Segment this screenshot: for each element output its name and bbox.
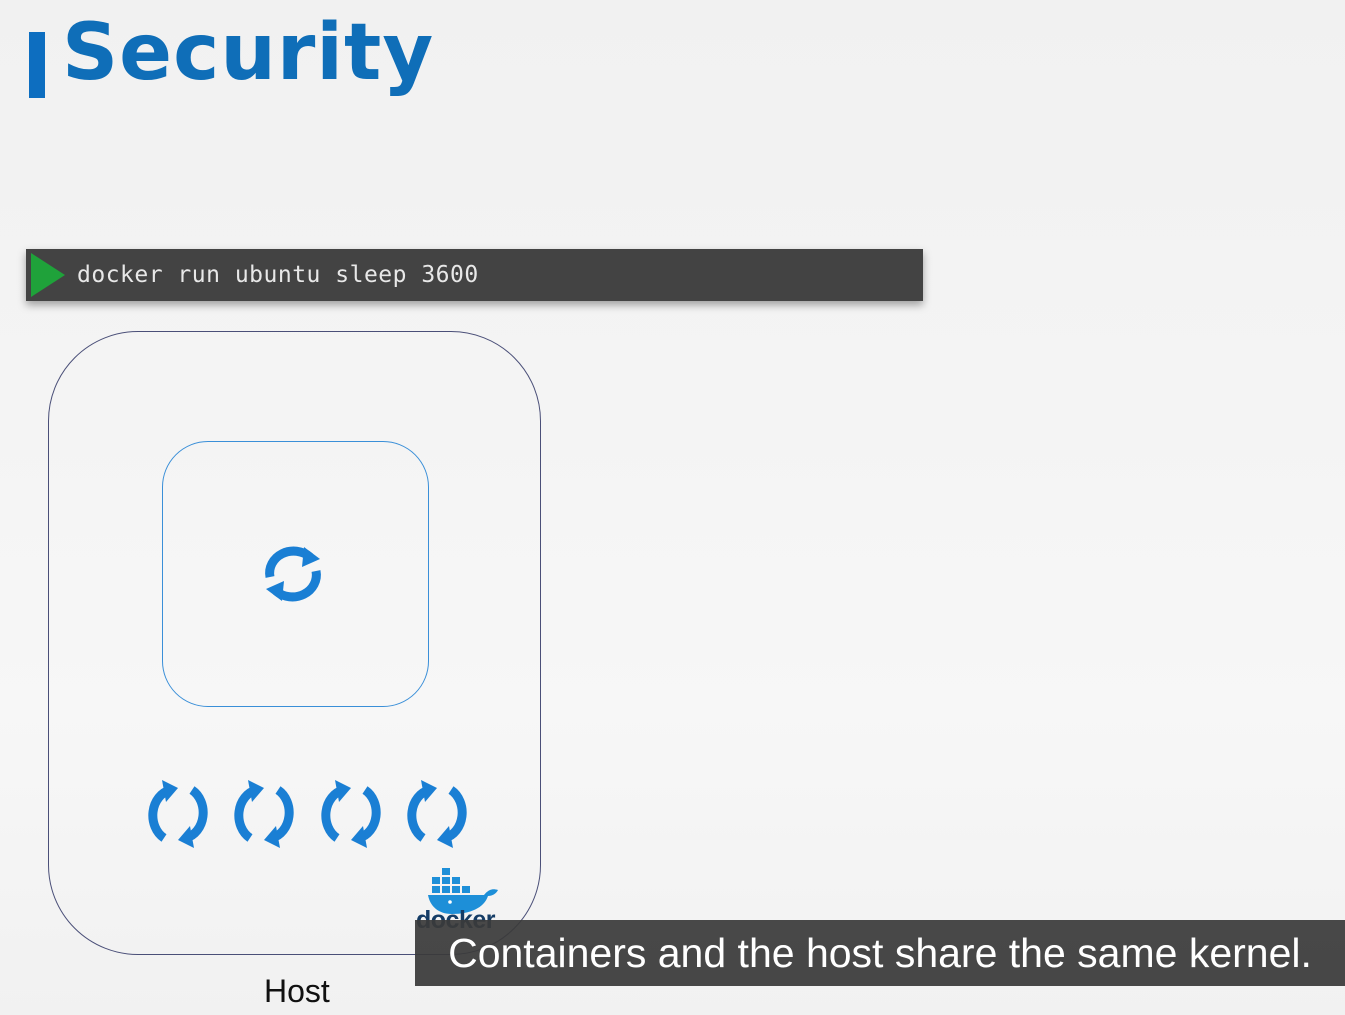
terminal-command: docker run ubuntu sleep 3600 xyxy=(77,262,479,288)
terminal-command-bar: docker run ubuntu sleep 3600 xyxy=(26,249,923,301)
host-process-refresh-icon-2 xyxy=(234,780,294,848)
title-accent-bar xyxy=(29,32,45,98)
subtitle-caption: Containers and the host share the same k… xyxy=(415,920,1345,986)
host-process-refresh-icon-4 xyxy=(407,780,467,848)
host-box xyxy=(48,331,541,955)
play-triangle-icon xyxy=(31,253,65,297)
docker-whale-icon xyxy=(428,868,498,914)
host-label: Host xyxy=(264,973,330,1009)
container-process-refresh-icon xyxy=(265,546,321,602)
host-process-refresh-icon-1 xyxy=(148,780,208,848)
host-process-refresh-icon-3 xyxy=(321,780,381,848)
slide-title: Security xyxy=(62,8,435,98)
container-box xyxy=(162,441,429,707)
